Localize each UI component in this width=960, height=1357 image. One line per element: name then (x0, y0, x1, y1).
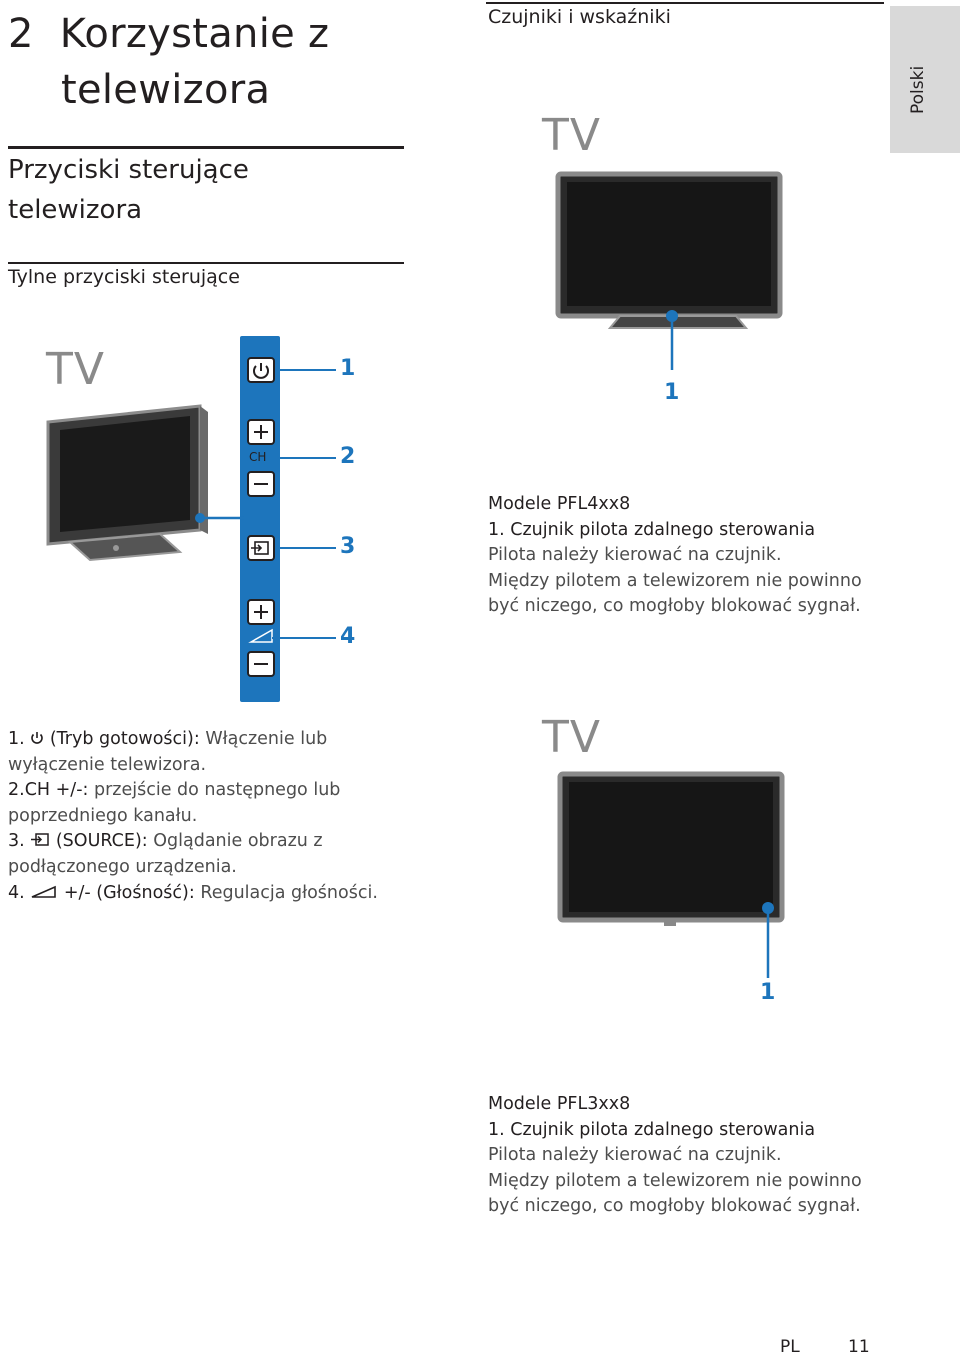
language-tab-label: Polski (908, 65, 928, 114)
callout-2: 2 (340, 444, 356, 469)
model-block-pfl4: Modele PFL4xx8 1. Czujnik pilota zdalneg… (488, 492, 888, 620)
sensor-item: 1. Czujnik pilota zdalnego sterowania (488, 1119, 816, 1140)
right-header-rule (486, 2, 884, 4)
chapter-divider (8, 146, 404, 149)
page-number: 11 (848, 1337, 870, 1357)
footer-language-code: PL (780, 1337, 800, 1357)
callout-4: 4 (340, 624, 356, 649)
tv-label: TV (542, 712, 601, 763)
tv-label: TV (542, 110, 601, 161)
model-title: Modele PFL3xx8 (488, 1094, 631, 1114)
list-item: 3. (SOURCE): Oglądanie obrazu z (8, 830, 323, 852)
sensor-callout-1: 1 (760, 980, 776, 1005)
front-tv-illustration (557, 771, 785, 978)
list-item: 4. +/- (Głośność): Regulacja głośności. (8, 882, 378, 903)
callout-3: 3 (340, 534, 356, 559)
list-item: 2.CH +/-: przejście do następnego lub (8, 780, 341, 801)
controls-list: 1. (Tryb gotowości): Włączenie lub wyłąc… (8, 727, 408, 906)
ch-label: CH (249, 450, 267, 464)
chapter-title-line1: Korzystanie z (59, 11, 330, 57)
subsection-title: Tylne przyciski sterujące (8, 266, 240, 288)
sensor-diagram-pfl3: TV 1 (540, 712, 800, 1012)
right-header-title: Czujniki i wskaźniki (488, 6, 671, 28)
chapter-title-line2: telewizora (61, 67, 271, 113)
model-block-pfl3: Modele PFL3xx8 1. Czujnik pilota zdalneg… (488, 1092, 888, 1220)
model-title: Modele PFL4xx8 (488, 494, 631, 514)
power-icon (30, 728, 44, 744)
section-title: Przyciski sterujące telewizora (8, 150, 249, 230)
back-tv-illustration (46, 336, 336, 702)
list-item: 1. (Tryb gotowości): Włączenie lub (8, 728, 328, 749)
language-tab: Polski (890, 6, 960, 153)
section-title-line1: Przyciski sterujące (8, 155, 249, 185)
volume-icon (30, 882, 58, 898)
chapter-number: 2 (8, 11, 34, 57)
sensor-item: 1. Czujnik pilota zdalnego sterowania (488, 519, 816, 540)
sensor-diagram-pfl4: TV 1 (540, 110, 800, 410)
section-title-line2: telewizora (8, 195, 143, 225)
section-divider (8, 262, 404, 264)
chapter-title: 2 Korzystanie z telewizora (8, 6, 329, 118)
source-icon (30, 830, 50, 847)
callout-1: 1 (340, 356, 356, 381)
tv-label: TV (46, 344, 105, 395)
back-controls-diagram: TV (40, 330, 380, 710)
sensor-callout-1: 1 (664, 380, 680, 405)
front-tv-illustration (555, 171, 783, 370)
